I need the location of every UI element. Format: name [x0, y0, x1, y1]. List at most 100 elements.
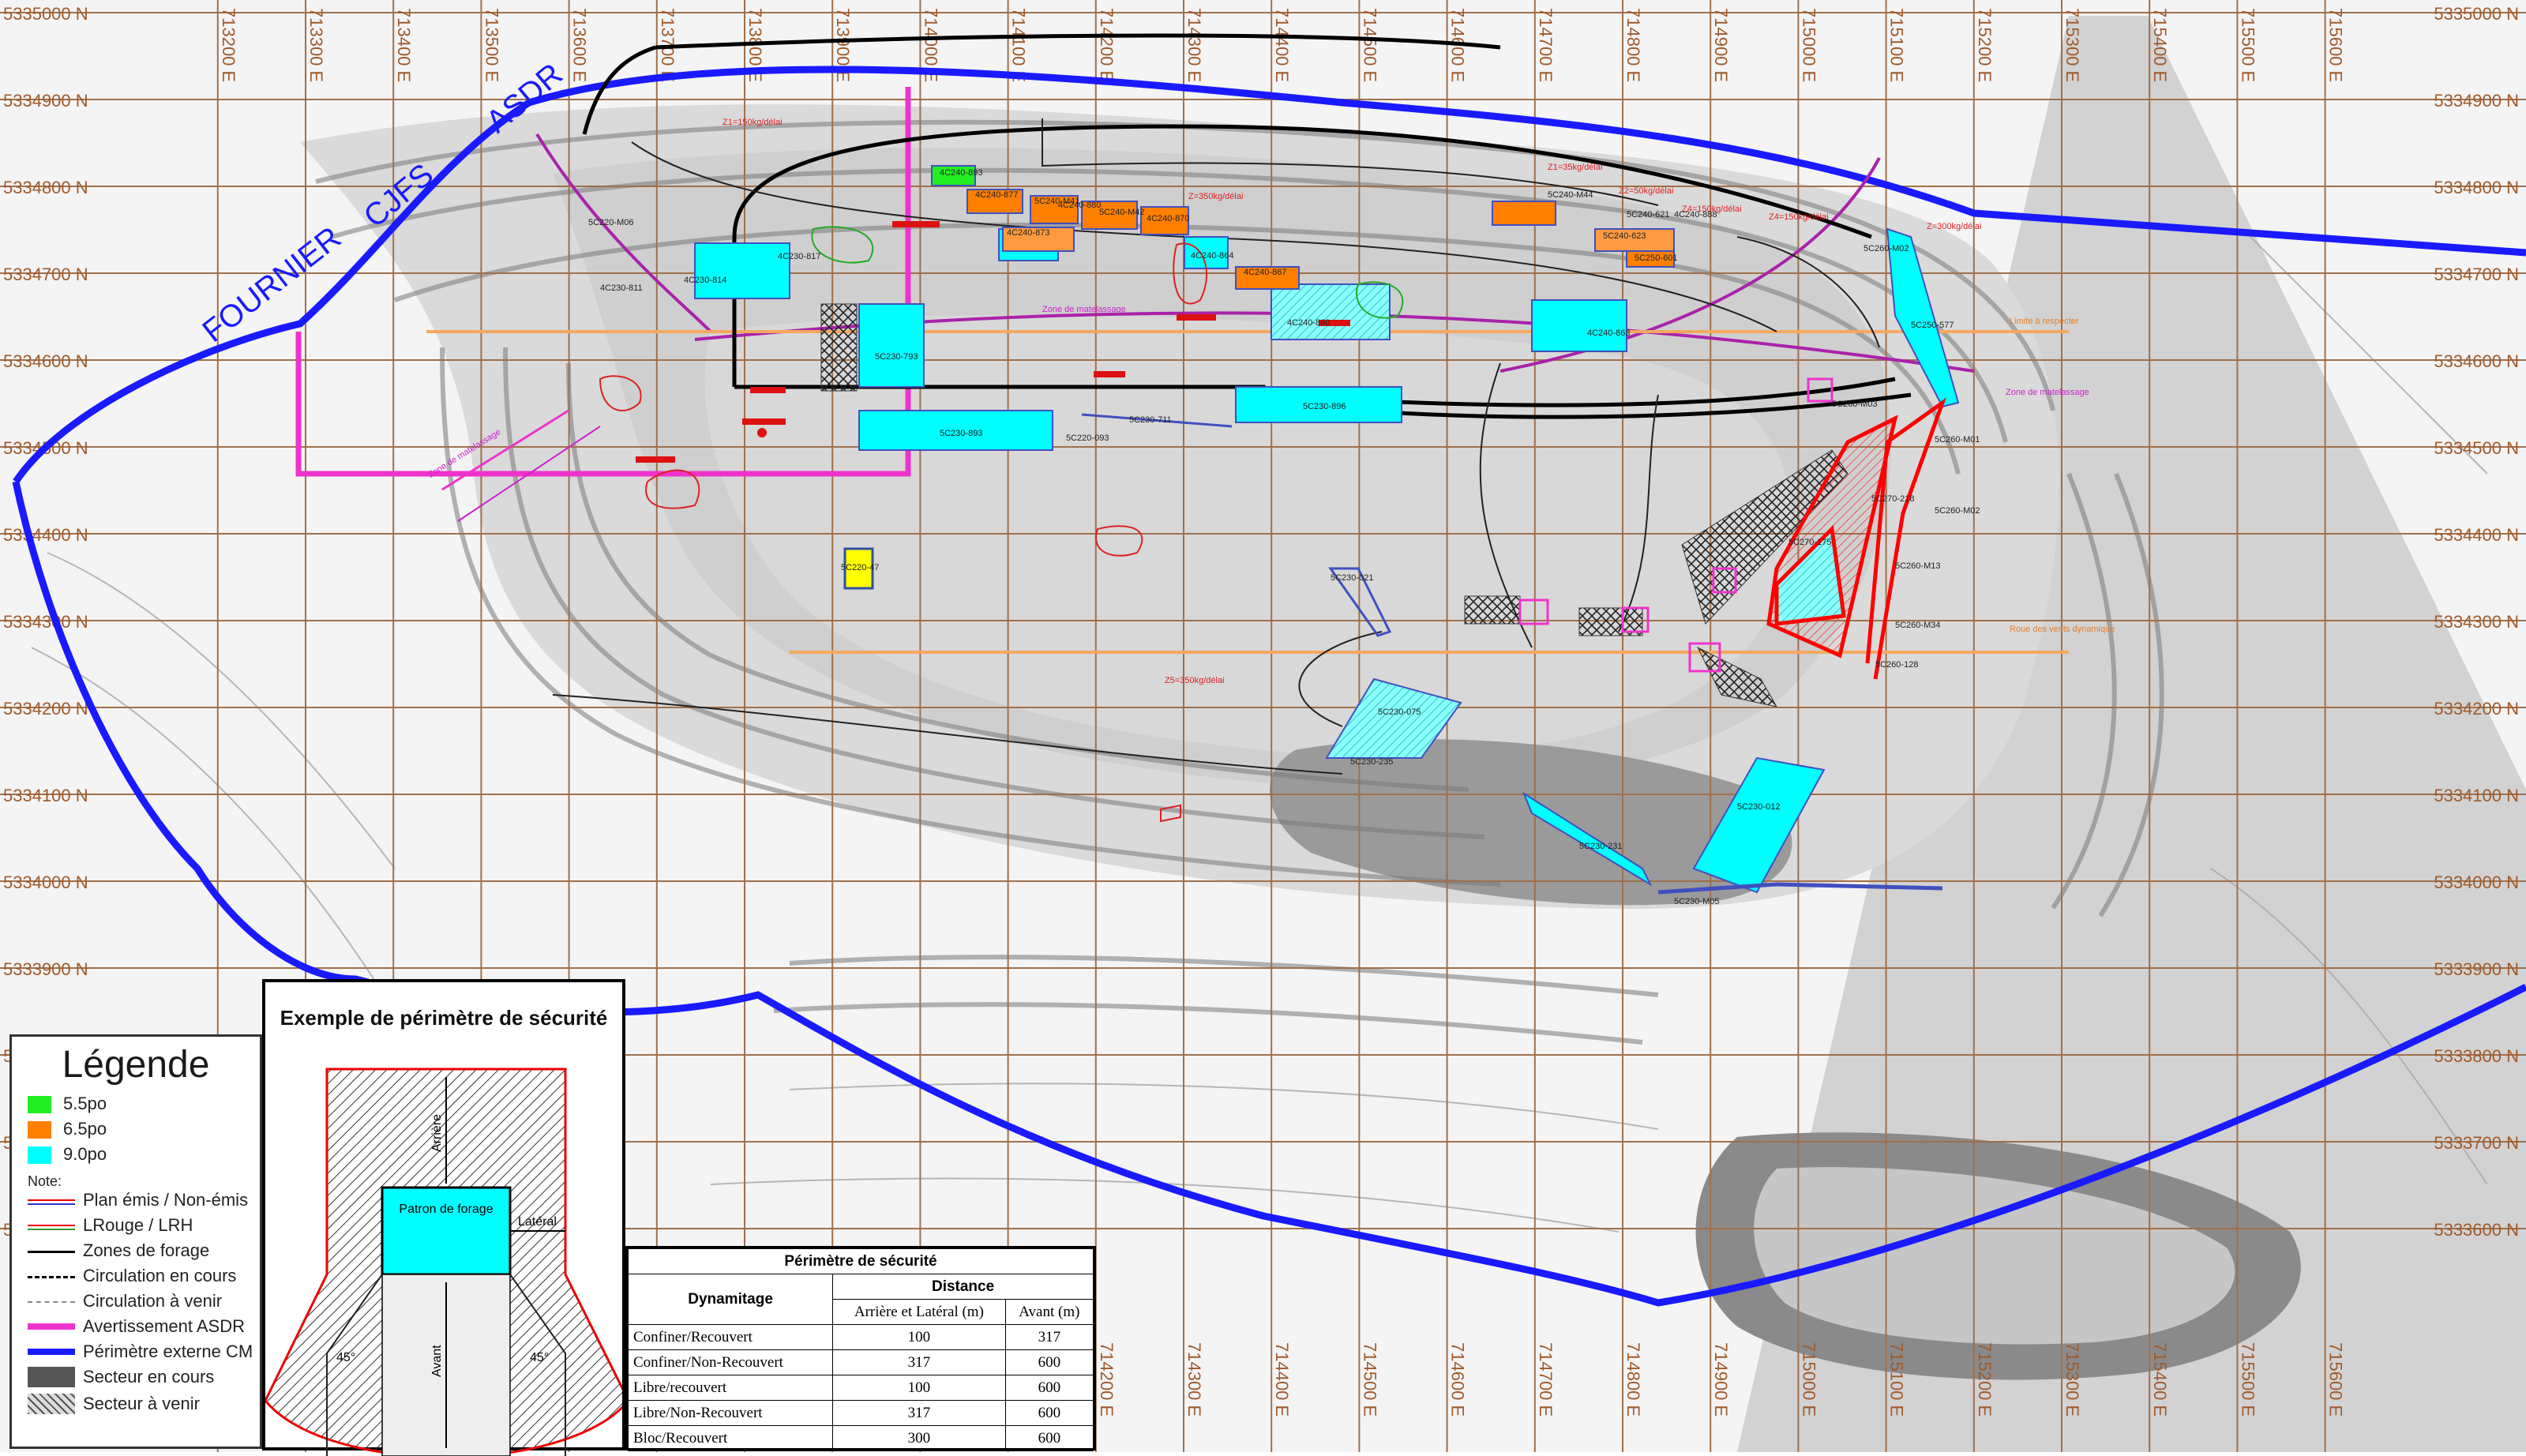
easting-label: 715000 E	[1799, 8, 1818, 82]
pattern-label: 5C260-M34	[1895, 621, 1940, 630]
pattern-label: 4C230-814	[684, 276, 726, 285]
row-front: 600	[1004, 1400, 1094, 1426]
pattern-label: 4C240-880	[1058, 201, 1101, 210]
legend-label: Secteur en cours	[83, 1367, 215, 1387]
pattern-label: 5C260-M02	[1935, 506, 1980, 516]
annotation: Zone de matelassage	[2006, 388, 2089, 397]
pattern-label: 5C230-896	[1303, 402, 1346, 411]
annotation: Z=350kg/délai	[1188, 192, 1243, 201]
row-back: 300	[832, 1425, 1006, 1451]
legend-line-circulation-future	[28, 1301, 75, 1303]
pattern-label: 5C220-47	[841, 563, 879, 572]
pattern-label: 5C240-621	[1627, 210, 1669, 220]
easting-label: 713300 E	[306, 8, 326, 82]
legend-line-lrouge	[28, 1225, 75, 1230]
easting-label: 715300 E	[2062, 8, 2082, 82]
sectors-upcoming	[820, 303, 1849, 707]
easting-label: 713400 E	[394, 8, 414, 82]
annotation: Z2=50kg/délai	[1619, 186, 1673, 196]
pattern-label: 4C240-870	[1147, 214, 1189, 223]
legend-label: Avertissement ASDR	[83, 1316, 246, 1336]
easting-label: 714500 E	[1360, 1342, 1379, 1417]
pattern-label: 5C230-711	[1129, 415, 1172, 425]
legend-swatch-6-5po	[28, 1121, 51, 1139]
pattern-label: 5C230-075	[1378, 707, 1421, 717]
row-back: 100	[832, 1324, 1006, 1350]
easting-label: 714400 E	[1272, 1342, 1292, 1417]
row-back: 317	[832, 1400, 1006, 1426]
pattern-label: 4C240-873	[1007, 228, 1049, 238]
external-perimeter-cm	[12, 66, 2526, 1307]
annotation: Z1=35kg/délai	[1548, 163, 1602, 172]
annotation: Z4=150kg/délai	[1682, 205, 1742, 214]
row-type: Bloc/Recouvert	[627, 1425, 834, 1451]
row-type: Libre/Non-Recouvert	[627, 1400, 834, 1426]
pattern-label: 4C230-811	[600, 283, 643, 293]
row-type: Libre/recouvert	[627, 1375, 834, 1401]
legend-label: Secteur à venir	[83, 1394, 200, 1413]
pattern-label: 5C260-M13	[1895, 561, 1940, 571]
legend-line-asdr	[28, 1323, 75, 1330]
col-header-blast: Dynamitage	[627, 1274, 834, 1325]
legend-note-label: Note:	[28, 1173, 62, 1189]
row-type: Confiner/Non-Recouvert	[627, 1349, 834, 1375]
red-zones	[1766, 397, 1947, 680]
pattern-label: 5C260-M01	[1935, 435, 1980, 445]
legend-label: 9.0po	[63, 1144, 107, 1164]
legend-label: LRouge / LRH	[83, 1215, 193, 1235]
drill-pattern-label: Patron de forage	[399, 1203, 493, 1216]
easting-label: 715600 E	[2326, 1342, 2346, 1417]
northing-label-right: 5334600 N	[2434, 351, 2519, 371]
easting-label: 715200 E	[1975, 1342, 1995, 1417]
northing-label-right: 5333900 N	[2434, 959, 2519, 979]
legend-label: Périmètre externe CM	[83, 1342, 253, 1361]
angle-right-label: 45°	[530, 1351, 549, 1364]
row-back: 100	[832, 1375, 1006, 1401]
northing-label-left: 5334700 N	[3, 265, 88, 284]
legend-label: Circulation à venir	[83, 1291, 223, 1311]
annotation: Z4=150kg/délai	[1769, 212, 1829, 222]
back-label: Arrière	[430, 1114, 444, 1152]
pattern-label: 5C240-M42	[1099, 208, 1144, 217]
easting-label: 714300 E	[1184, 1342, 1204, 1417]
easting-label: 715000 E	[1799, 1342, 1818, 1417]
asdr-warning-zone	[295, 87, 911, 477]
pattern-label: 4C240-893	[940, 168, 982, 178]
northing-label-right: 5334800 N	[2434, 178, 2519, 197]
northing-label-right: 5334200 N	[2434, 699, 2519, 719]
annotation: Z1=150kg/délai	[723, 118, 783, 127]
drill-patterns	[694, 165, 1960, 895]
easting-label: 714800 E	[1623, 1342, 1643, 1417]
northing-label-right: 5334300 N	[2434, 612, 2519, 632]
easting-label: 715400 E	[2150, 8, 2170, 82]
perimeter-example-panel: Exemple de périmètre de sécurité Arrière…	[262, 979, 625, 1456]
northing-label-left: 5335000 N	[3, 4, 88, 24]
pattern-label: 5C230-235	[1350, 757, 1393, 767]
pattern-label: 5C230-893	[940, 429, 982, 438]
pattern-label: 5C250-601	[1635, 253, 1677, 263]
northing-label-right: 5334100 N	[2434, 786, 2519, 805]
easting-label: 713200 E	[219, 8, 238, 82]
legend-swatch-9-0po	[28, 1146, 51, 1164]
northing-label-right: 5334500 N	[2434, 438, 2519, 458]
legend-line-perimeter	[28, 1349, 75, 1355]
legend-label: Circulation en cours	[83, 1266, 237, 1285]
front-label: Avant	[430, 1345, 444, 1377]
legend-line-circulation-current	[28, 1276, 75, 1278]
northing-label-left: 5334900 N	[3, 91, 88, 111]
easting-label: 715500 E	[2238, 1342, 2258, 1417]
perimeter-diagram: Arrière Latéral Avant 45° 45° Patron de …	[265, 1068, 622, 1456]
pattern-label: 4C240-888	[1674, 210, 1717, 220]
northing-label-right: 5334900 N	[2434, 91, 2519, 111]
pattern-label: 5C270-218	[1871, 494, 1914, 504]
row-type: Confiner/Recouvert	[627, 1324, 834, 1350]
easting-label: 714200 E	[1097, 1342, 1117, 1417]
pattern-label: 5C230-793	[875, 352, 918, 362]
northing-label-right: 5333600 N	[2434, 1220, 2519, 1240]
legend-label: 5.5po	[63, 1094, 107, 1113]
